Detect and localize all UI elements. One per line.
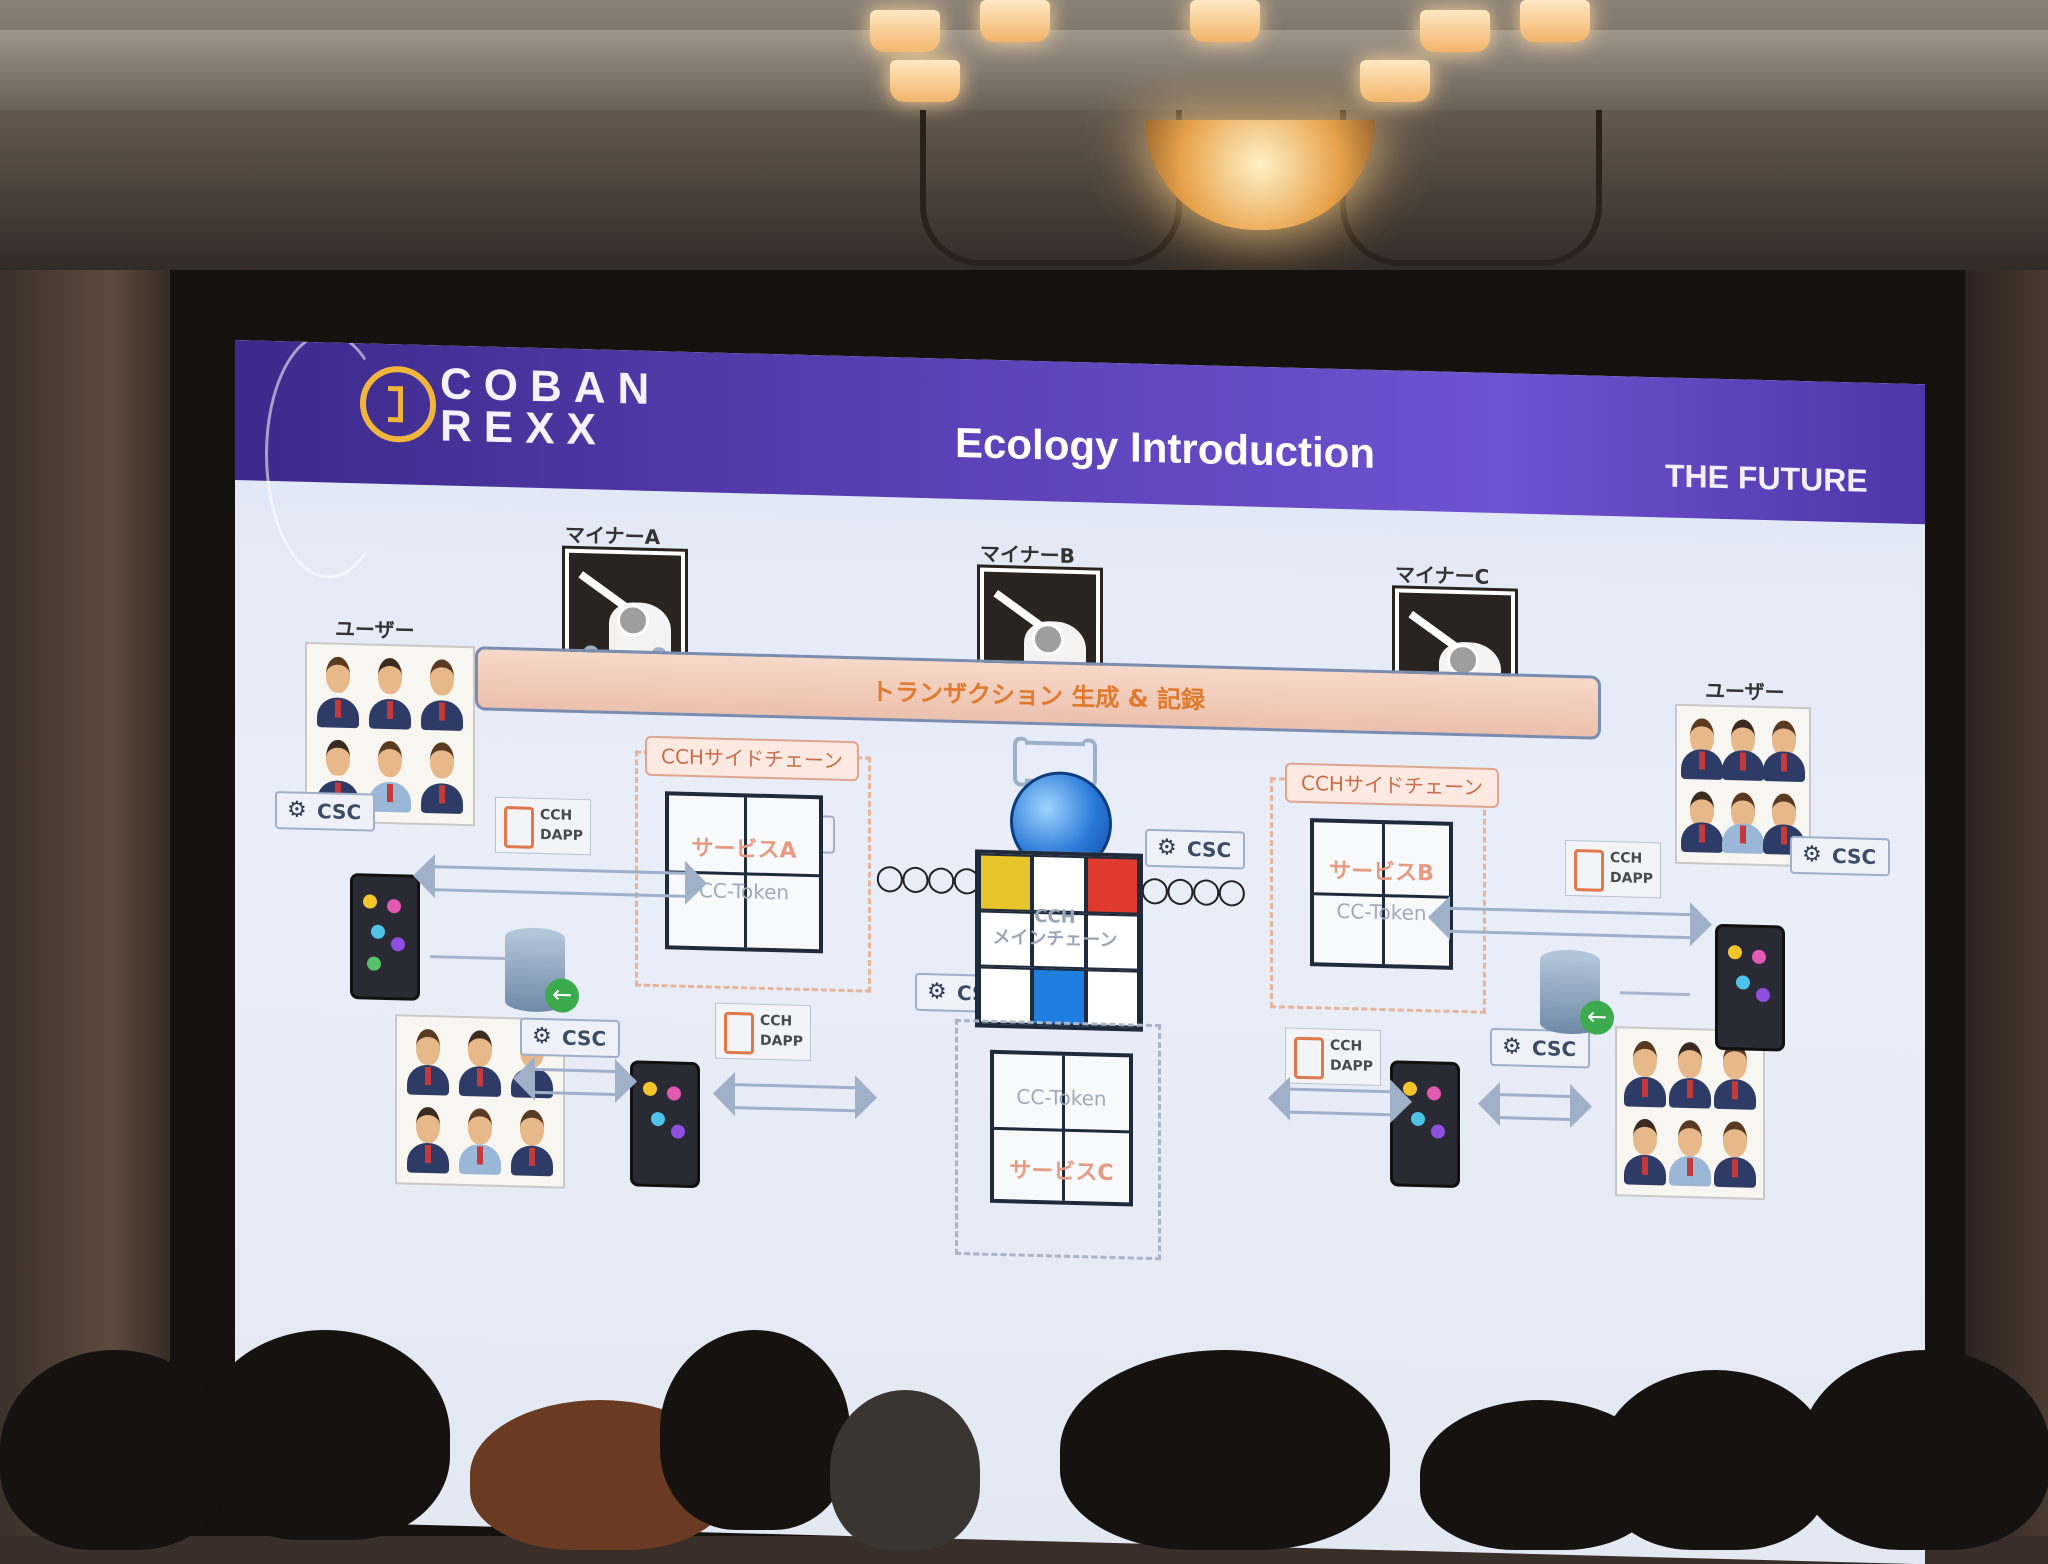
service-c-label: サービスC (1009, 1158, 1114, 1187)
lamp-shade (1360, 60, 1430, 102)
person-icon (419, 655, 465, 733)
audience-head (0, 1350, 230, 1550)
person-icon (1721, 715, 1764, 783)
csc-badge: CSC (520, 1017, 621, 1059)
dapp-line1: CCH (540, 806, 573, 824)
double-arrow-icon (1450, 906, 1690, 940)
slide-title: Ecology Introduction (955, 418, 1375, 477)
double-arrow-icon (1500, 1093, 1570, 1121)
person-icon (1623, 1114, 1666, 1187)
chandelier (860, 0, 1660, 300)
audience-head (200, 1330, 450, 1540)
person-icon (457, 1026, 503, 1099)
double-arrow-icon (1290, 1087, 1390, 1117)
database-icon (505, 927, 565, 1013)
sidechain-b-label: CCHサイドチェーン (1285, 762, 1499, 809)
dapp-line1: CCH (760, 1012, 793, 1030)
chandelier-arm (1340, 110, 1602, 266)
dapp-line1: CCH (1330, 1037, 1363, 1055)
dapp-line2: DAPP (1330, 1057, 1373, 1075)
lamp-shade (980, 0, 1050, 42)
double-arrow-icon (435, 865, 685, 898)
logo-text: COBAN REXX (440, 359, 661, 454)
users-label-right: ユーザー (1705, 678, 1785, 705)
audience-head (660, 1330, 850, 1530)
miner-b-label: マイナーB (980, 541, 1075, 568)
audience-head (1600, 1370, 1830, 1550)
user-group (1615, 1026, 1765, 1201)
person-icon (1681, 787, 1724, 855)
cc-token-label: CC-Token (1016, 1084, 1107, 1111)
person-icon (1668, 1116, 1711, 1189)
slide-tag: THE FUTURE (1665, 457, 1868, 499)
thin-arrow-icon (1620, 991, 1690, 997)
main-chain-label: CCH メインチェーン (975, 904, 1135, 952)
lamp-shade (1520, 0, 1590, 42)
miner-c-label: マイナーC (1395, 562, 1490, 589)
audience (0, 1310, 2048, 1550)
person-icon (405, 1024, 451, 1097)
dapp-badge: CCH DAPP (1285, 1027, 1381, 1087)
person-icon (1721, 788, 1764, 856)
csc-badge: CSC (1790, 835, 1891, 877)
transaction-bar-label: トランザクション 生成 & 記録 (871, 677, 1205, 715)
chain-link-icon: ○○○○ (1140, 868, 1243, 912)
chain-link-icon: ○○○○ (875, 856, 978, 900)
dapp-line2: DAPP (1610, 870, 1653, 888)
lamp-shade (870, 10, 940, 52)
left-wall (0, 270, 185, 1536)
person-icon (509, 1105, 555, 1178)
miner-a-label: マイナーA (565, 522, 661, 550)
dapp-badge: CCH DAPP (1565, 839, 1661, 899)
person-icon (1623, 1036, 1666, 1109)
chandelier-arm (920, 110, 1182, 266)
person-icon (419, 738, 465, 816)
main-chain-line2: メインチェーン (992, 926, 1118, 952)
audience-head (1800, 1350, 2048, 1550)
sidechain-a-label: CCHサイドチェーン (645, 735, 859, 782)
right-wall (1960, 270, 2048, 1536)
smartphone-icon (630, 1060, 700, 1189)
service-b-label: サービスB (1329, 858, 1434, 887)
audience-head (1060, 1350, 1390, 1550)
dapp-line2: DAPP (540, 826, 583, 845)
csc-badge: CSC (275, 791, 376, 832)
person-icon (367, 653, 413, 731)
person-icon (1668, 1038, 1711, 1111)
lamp-shade (890, 60, 960, 102)
service-b-grid: サービスB CC-Token (1310, 818, 1453, 970)
service-a-label: サービスA (691, 835, 797, 864)
double-arrow-icon (535, 1067, 615, 1096)
smartphone-icon (350, 873, 420, 1001)
coban-logo-icon (360, 365, 436, 444)
ceiling-molding (0, 30, 2048, 110)
smartphone-icon (1715, 923, 1785, 1052)
person-icon (1681, 714, 1724, 782)
dapp-line2: DAPP (760, 1032, 803, 1050)
thin-arrow-icon (430, 955, 510, 961)
audience-head (830, 1390, 980, 1550)
person-icon (315, 652, 361, 730)
dapp-badge: CCH DAPP (715, 1002, 811, 1062)
lamp-shade (1420, 10, 1490, 52)
double-arrow-icon (735, 1083, 855, 1113)
person-icon (1714, 1117, 1757, 1190)
lamp-shade (1190, 0, 1260, 42)
dapp-badge: CCH DAPP (495, 796, 591, 856)
service-c-grid: CC-Token サービスC (990, 1049, 1133, 1207)
csc-badge: CSC (1145, 828, 1246, 870)
database-icon (1540, 949, 1600, 1035)
person-icon (457, 1104, 503, 1177)
person-icon (405, 1102, 451, 1175)
dapp-line1: CCH (1610, 850, 1643, 867)
person-icon (1762, 716, 1805, 784)
users-label-left: ユーザー (335, 616, 415, 643)
